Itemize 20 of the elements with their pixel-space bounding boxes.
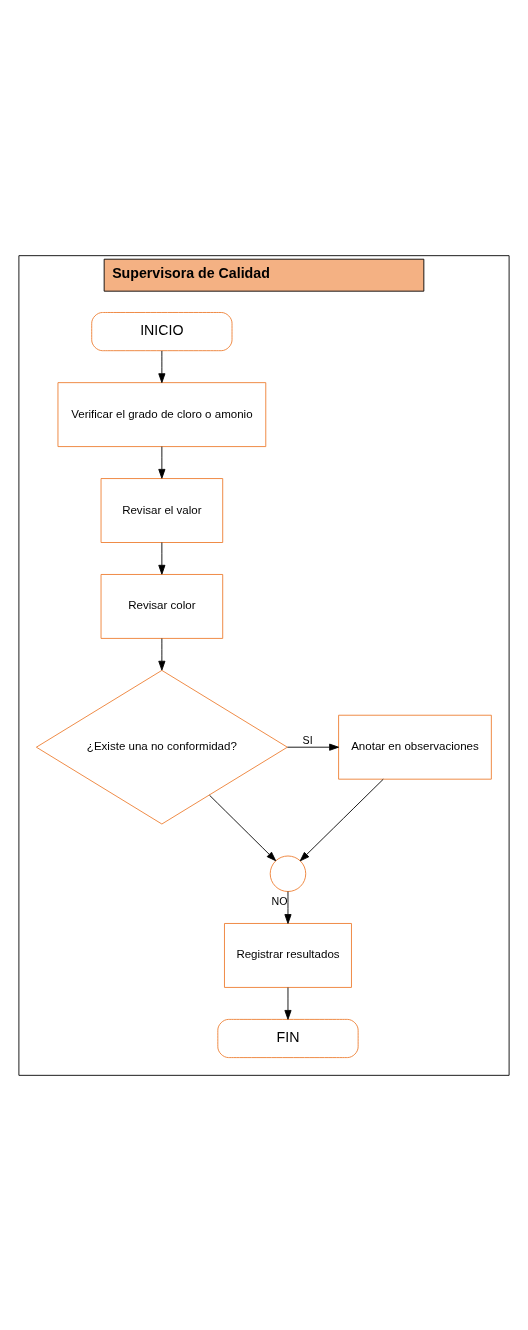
edge-label: SI [302,733,313,746]
arrow [158,637,166,671]
arrow [284,986,292,1020]
node-box: Revisar color [100,573,224,639]
node-diamond: ¿Existe una no conformidad? [35,669,288,824]
arrow [299,778,384,861]
arrow [209,794,277,861]
node-box: INICIO [91,311,233,351]
arrow [158,349,166,383]
edge-label: NO [271,894,288,907]
node-circle [269,855,307,892]
node-box: FIN [217,1018,359,1058]
node-box: Anotar en observaciones [338,714,492,780]
arrow [287,743,339,751]
node-box: Revisar el valor [100,477,224,543]
node-box: Registrar resultados [224,922,352,988]
arrow [284,890,292,924]
arrow [158,445,166,479]
node-box: Verificar el grado de cloro o amonio [57,381,267,447]
arrow [158,541,166,575]
